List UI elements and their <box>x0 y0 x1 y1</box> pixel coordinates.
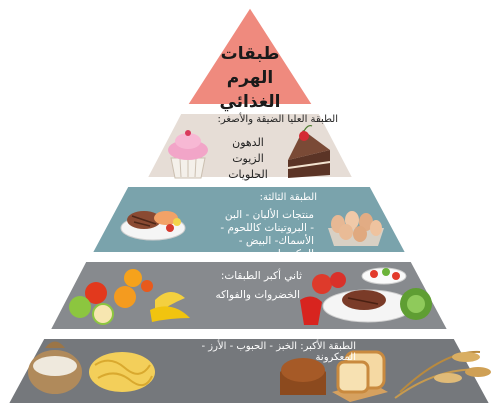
meat-plate-icon <box>120 211 186 241</box>
tier3-line-3: الأسماك- البيض - المكسرات <box>238 235 314 260</box>
tier4-heading: ثاني أكبر الطبقات: <box>220 270 302 282</box>
tier2-item-oils: الزيوت <box>232 152 264 165</box>
wheat-icon <box>394 350 491 399</box>
title-line-2: الهرم <box>226 68 274 88</box>
bread-loaf-icon <box>280 358 326 395</box>
eggs-basket-icon <box>328 211 384 246</box>
tier3-heading: الطبقة الثالثة: <box>259 192 317 203</box>
title-line-1: طبقات <box>220 44 280 64</box>
tier3-line-1: منتجات الألبان - البن <box>224 209 314 221</box>
tier2-item-sweets: الحلويات <box>228 168 268 181</box>
tier3-line-2: - البروتينات كاللحوم - <box>220 222 314 234</box>
tier4-items: الخضروات والفواكه <box>215 289 300 301</box>
tier3-items: منتجات الألبان - البن - البروتينات كاللح… <box>190 209 314 261</box>
tier5-heading: الطبقة الأكبر: الخبز - الحبوب - الأرز - … <box>201 341 356 363</box>
vegetables-plate-icon <box>300 267 432 325</box>
cake-slice-icon <box>287 124 331 178</box>
pyramid-apex <box>181 1 319 108</box>
sliced-bread-icon <box>332 350 388 402</box>
tier2-item-fats: الدهون <box>232 136 264 149</box>
fruits-icon <box>69 269 190 325</box>
cupcake-icon <box>168 130 208 179</box>
title-line-3: الغذائي <box>219 92 281 112</box>
pyramid-title: طبقات الهرم الغذائي <box>200 42 300 114</box>
pasta-icon <box>89 352 155 392</box>
rice-sack-icon <box>28 341 82 394</box>
tier2-items: الدهون الزيوت الحلويات <box>218 135 278 183</box>
tier2-heading: الطبقة العليا الضيقة والأصغر: <box>217 114 338 125</box>
